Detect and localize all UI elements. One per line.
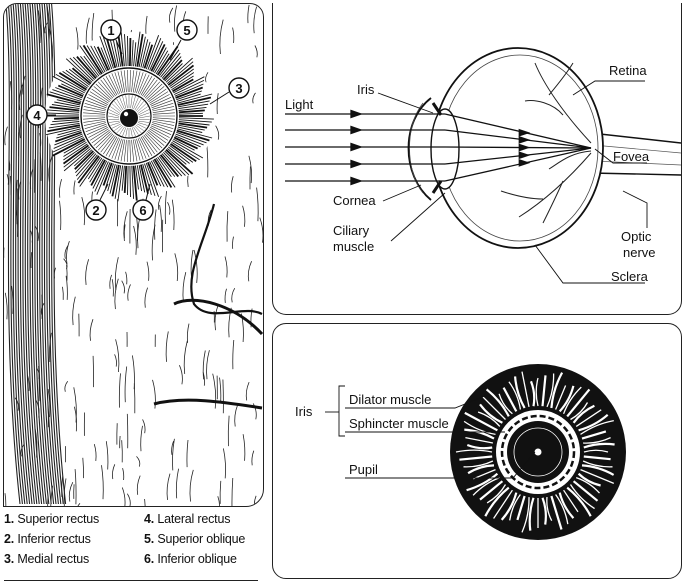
marker-3: 3 <box>210 78 249 104</box>
svg-text:1: 1 <box>107 23 114 38</box>
muscle-legend: 1. Superior rectus 2. Inferior rectus 3.… <box>4 512 266 578</box>
svg-text:6: 6 <box>139 203 146 218</box>
legend-item-3: 3. Medial rectus <box>4 552 89 566</box>
eye-cross-section: Light Iris Cornea Ciliary muscle Retina … <box>273 3 682 315</box>
label-retina: Retina <box>609 63 647 78</box>
iris-detail-panel: Iris Dilator muscle Sphincter muscle Pup… <box>272 323 682 579</box>
legend-divider <box>4 580 258 581</box>
mouth-line <box>154 400 262 408</box>
lens <box>431 109 459 189</box>
svg-text:5: 5 <box>183 23 190 38</box>
label-optic: Optic <box>621 229 652 244</box>
legend-item-4: 4. Lateral rectus <box>144 512 230 526</box>
label-iris-detail: Iris <box>295 404 313 419</box>
svg-text:2: 2 <box>92 203 99 218</box>
eye-cross-section-panel: Light Iris Cornea Ciliary muscle Retina … <box>272 3 682 315</box>
legend-item-1: 1. Superior rectus <box>4 512 99 526</box>
svg-text:4: 4 <box>33 108 41 123</box>
pupil-small <box>120 109 138 127</box>
label-fovea: Fovea <box>613 149 650 164</box>
svg-text:3: 3 <box>235 81 242 96</box>
label-dilator-muscle: Dilator muscle <box>349 392 431 407</box>
nose-contour <box>191 204 262 314</box>
label-iris: Iris <box>357 82 375 97</box>
label-sphincter-muscle: Sphincter muscle <box>349 416 449 431</box>
legend-item-2: 2. Inferior rectus <box>4 532 91 546</box>
face-eye-illustration: 1 2 3 4 5 6 <box>4 4 264 507</box>
cornea <box>409 98 432 200</box>
label-light: Light <box>285 97 314 112</box>
label-cornea: Cornea <box>333 193 376 208</box>
label-ciliary: Ciliary <box>333 223 370 238</box>
label-pupil: Pupil <box>349 462 378 477</box>
label-ciliary-muscle: muscle <box>333 239 374 254</box>
extraocular-muscles-panel: 1 2 3 4 5 6 <box>3 3 264 507</box>
label-nerve: nerve <box>623 245 656 260</box>
legend-item-5: 5. Superior oblique <box>144 532 245 546</box>
nostril-line <box>174 300 262 334</box>
label-sclera: Sclera <box>611 269 649 284</box>
legend-item-6: 6. Inferior oblique <box>144 552 237 566</box>
iris-detail: Iris Dilator muscle Sphincter muscle Pup… <box>273 324 682 579</box>
